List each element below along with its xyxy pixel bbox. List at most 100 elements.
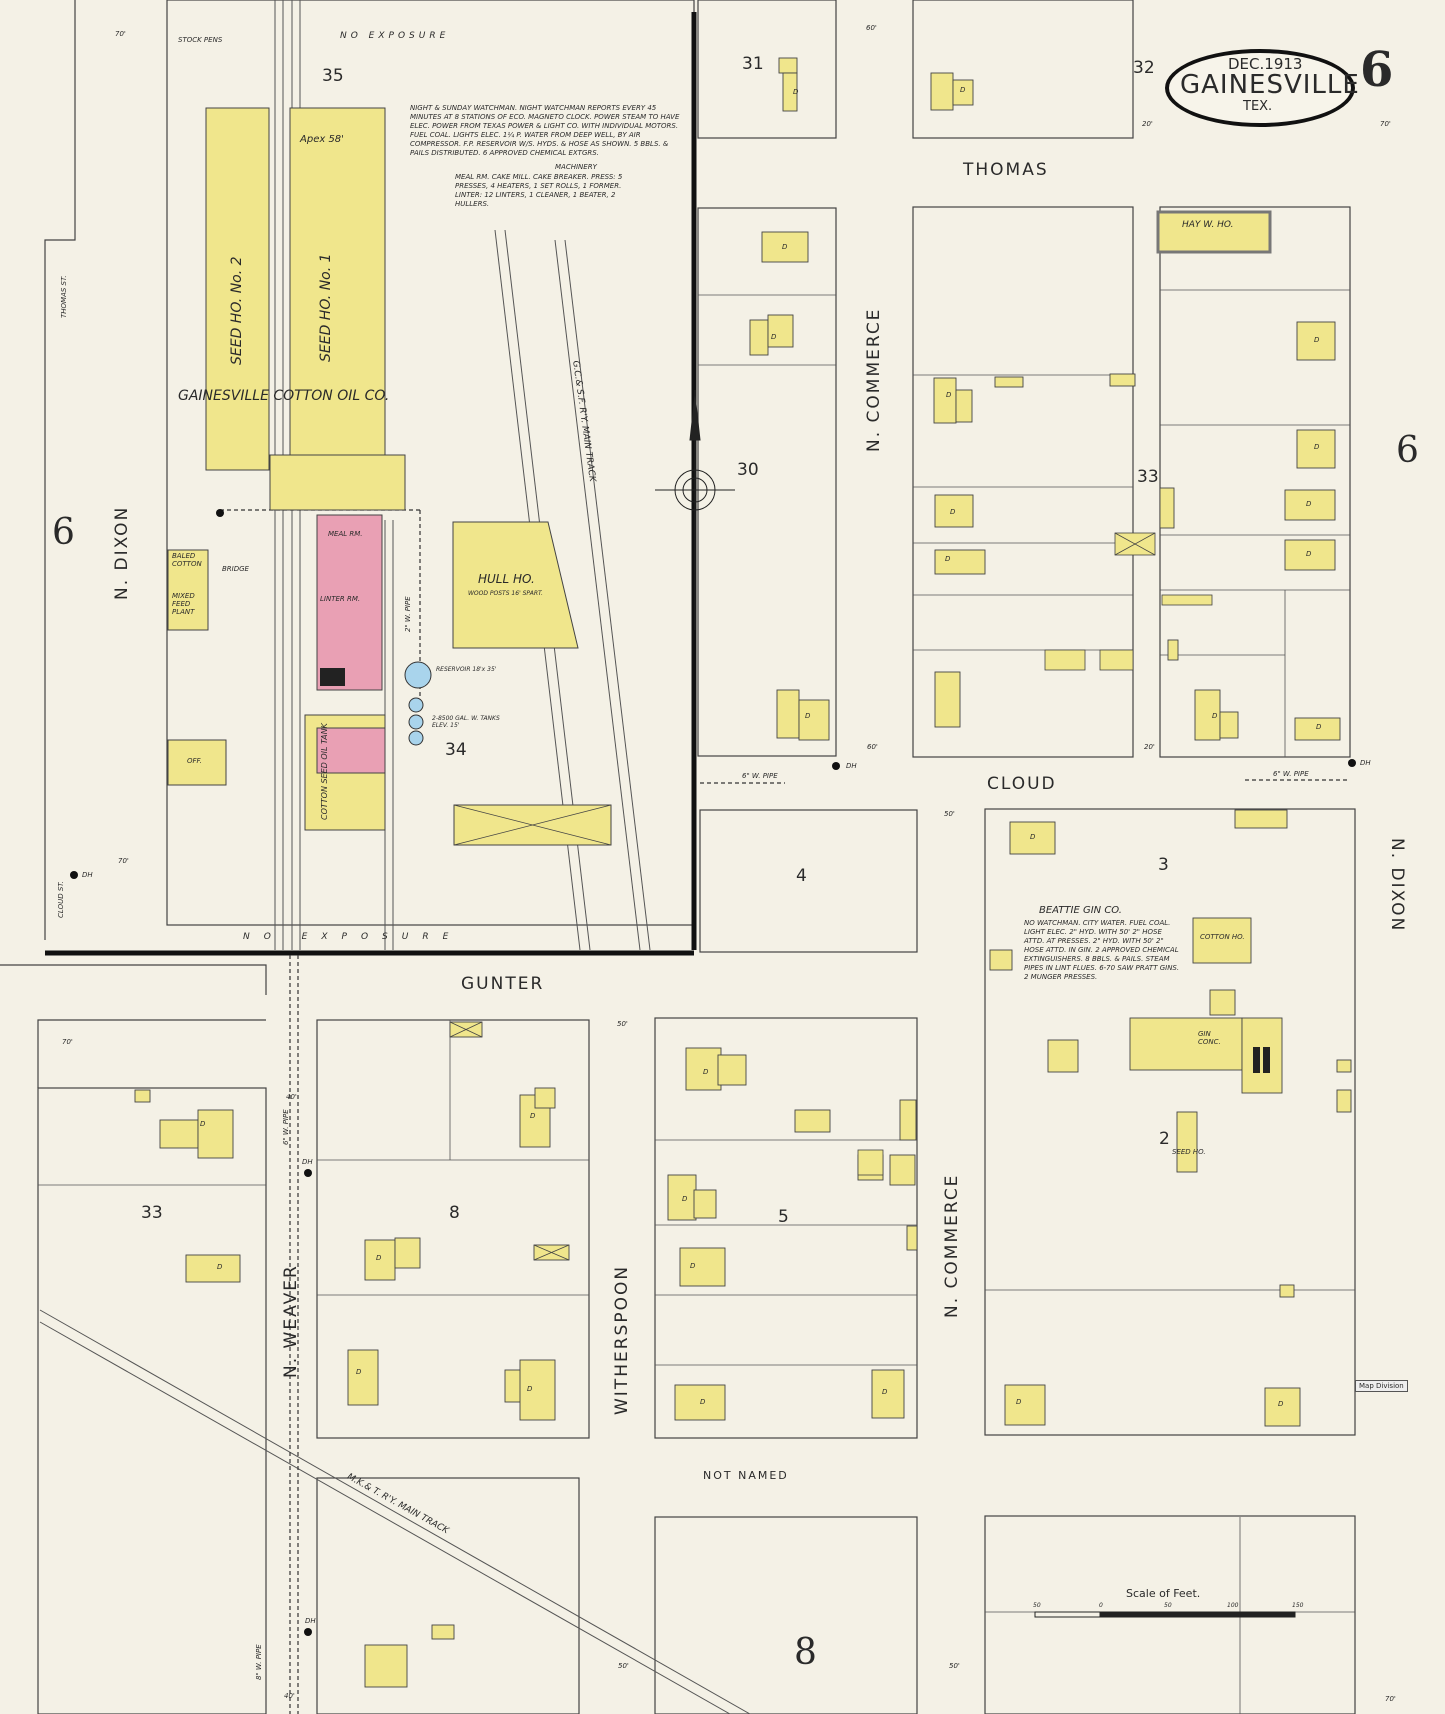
dwellings <box>134 57 1352 1688</box>
street-witherspoon: WITHERSPOON <box>612 1264 632 1415</box>
dwelling-mark: D <box>376 1254 382 1262</box>
gin-conc-label: GIN CONC. <box>1198 1030 1221 1046</box>
block-number: 3 <box>1158 855 1169 875</box>
dwelling-mark: D <box>1030 833 1036 841</box>
title-cartouche <box>1165 49 1355 127</box>
dwelling-mark: D <box>703 1068 709 1076</box>
dimension-label: 50' <box>617 1020 628 1028</box>
cotton-oil-co-label: GAINESVILLE COTTON OIL CO. <box>178 388 390 404</box>
dwelling-mark: D <box>1314 443 1320 451</box>
block-number: 5 <box>778 1207 789 1227</box>
dimension-label: 50' <box>944 810 955 818</box>
dwelling-mark: D <box>793 88 799 96</box>
block-number: 33 <box>141 1203 163 1223</box>
adjacent-sheet-bottom: 8 <box>794 1632 817 1673</box>
pipe-label: 8" W. PIPE <box>255 1644 263 1680</box>
dwelling-mark: D <box>690 1262 696 1270</box>
seed-house-label: SEED HO. <box>1172 1148 1206 1156</box>
street-n-dixon-left: N. DIXON <box>112 505 132 600</box>
hydrants <box>70 509 1356 1636</box>
pipe-label: 2" W. PIPE <box>404 596 412 632</box>
sheet-number: 6 <box>1360 42 1394 98</box>
block-number: 2 <box>1159 1129 1170 1149</box>
dimension-label: 60' <box>867 743 878 751</box>
block-number: 35 <box>322 66 344 86</box>
block-number: 33 <box>1137 467 1159 487</box>
hull-house-sub: WOOD POSTS 16' SPART. <box>468 590 543 597</box>
block-number: 32 <box>1133 58 1155 78</box>
hydrant-label: DH <box>305 1617 316 1625</box>
oil-mill-notes: NIGHT & SUNDAY WATCHMAN. NIGHT WATCHMAN … <box>410 104 680 157</box>
scale-title: Scale of Feet. <box>1126 1587 1201 1600</box>
machinery-title: MACHINERY <box>555 163 597 171</box>
dwelling-mark: D <box>946 391 952 399</box>
shed-crosses <box>449 532 1156 1261</box>
street-n-dixon-right: N. DIXON <box>1387 838 1407 933</box>
hull-house-label: HULL HO. <box>478 572 535 586</box>
seed-house-2-label: SEED HO. No. 2 <box>229 256 245 365</box>
street-thomas: THOMAS <box>963 160 1049 180</box>
block-number: 4 <box>796 866 807 886</box>
dwelling-mark: D <box>945 555 951 563</box>
title-date: DEC.1913 <box>1228 55 1303 73</box>
block-number: 31 <box>742 54 764 74</box>
block-number: 30 <box>737 460 759 480</box>
pipe-label: 6" W. PIPE <box>742 772 778 780</box>
baled-cotton-label: BALED COTTON <box>172 552 202 568</box>
dwelling-mark: D <box>771 333 777 341</box>
dwelling-mark: D <box>530 1112 536 1120</box>
dimension-label: 50' <box>949 1662 960 1670</box>
adjacent-sheet-right: 6 <box>1396 430 1419 471</box>
hay-warehouse-label: HAY W. HO. <box>1182 220 1234 230</box>
stock-pens-label: STOCK PENS <box>178 36 223 44</box>
dwelling-mark: D <box>1306 550 1312 558</box>
mixed-feed-label: MIXED FEED PLANT <box>172 592 195 616</box>
block-number: 34 <box>445 740 467 760</box>
dwelling-mark: D <box>682 1195 688 1203</box>
oil-tank-label: COTTON SEED OIL TANK <box>320 723 329 820</box>
street-not-named: NOT NAMED <box>703 1469 789 1482</box>
scale-tick: 50 <box>1033 1602 1041 1609</box>
dwelling-mark: D <box>1278 1400 1284 1408</box>
beattie-gin-notes: NO WATCHMAN. CITY WATER. FUEL COAL. LIGH… <box>1024 919 1180 981</box>
dwelling-mark: D <box>1316 723 1322 731</box>
dwelling-mark: D <box>960 86 966 94</box>
dwelling-mark: D <box>200 1120 206 1128</box>
dwelling-mark: D <box>700 1398 706 1406</box>
office-label: OFF. <box>187 757 202 765</box>
dwelling-mark: D <box>356 1368 362 1376</box>
scale-tick: 0 <box>1099 1602 1103 1609</box>
adjacent-sheet-left: 6 <box>52 512 75 553</box>
street-cloud-st: CLOUD ST. <box>57 881 65 918</box>
street-n-weaver: N. WEAVER <box>281 1264 301 1378</box>
block-number: 8 <box>449 1203 460 1223</box>
dwelling-mark: D <box>805 712 811 720</box>
dimension-label: 70' <box>1385 1695 1396 1703</box>
hydrant-label: DH <box>302 1158 313 1166</box>
dimension-label: 70' <box>115 30 126 38</box>
meal-room-label: MEAL RM. <box>328 530 363 538</box>
dwelling-mark: D <box>1314 336 1320 344</box>
cotton-house-label: COTTON HO. <box>1200 933 1245 941</box>
dimension-label: 70' <box>118 857 129 865</box>
title-city: GAINESVILLE <box>1180 70 1360 100</box>
bridge-label: BRIDGE <box>222 565 249 573</box>
dwelling-mark: D <box>527 1385 533 1393</box>
dwelling-mark: D <box>1212 712 1218 720</box>
dwelling-mark: D <box>1016 1398 1022 1406</box>
exposure-bottom: NO EXPOSURE <box>243 932 463 942</box>
dimension-label: 60' <box>866 24 877 32</box>
dimension-label: 20' <box>1144 743 1155 751</box>
storage-tanks-label: 2-8500 GAL. W. TANKS ELEV. 15' <box>432 715 500 729</box>
dwelling-mark: D <box>217 1263 223 1271</box>
gin-machinery <box>320 668 1270 1073</box>
dimension-label: 40' <box>286 1093 297 1101</box>
dwelling-mark: D <box>882 1388 888 1396</box>
pipe-label: 6" W. PIPE <box>1273 770 1309 778</box>
street-thomas-st: THOMAS ST. <box>60 275 68 318</box>
title-state: TEX. <box>1243 99 1273 114</box>
scale-tick: 100 <box>1227 1602 1239 1609</box>
street-cloud: CLOUD <box>987 774 1057 794</box>
machinery-notes: MEAL RM. CAKE MILL. CAKE BREAKER. PRESS:… <box>455 173 623 208</box>
brick-buildings <box>316 514 386 774</box>
